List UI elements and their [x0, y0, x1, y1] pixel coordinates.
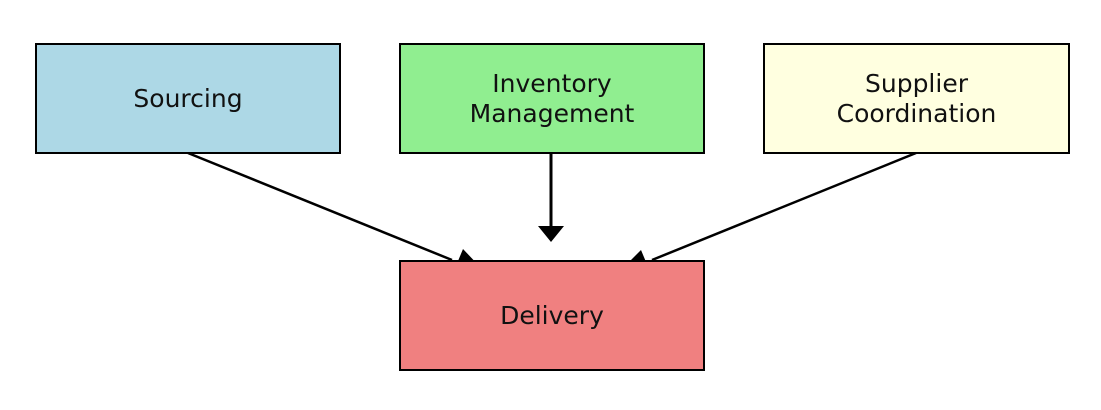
- node-inventory-management: Inventory Management: [399, 43, 705, 154]
- arrowhead-icon: [538, 226, 564, 242]
- edge-inventory-to-delivery: [538, 153, 564, 242]
- edge-line: [187, 151, 453, 262]
- edge-line: [651, 151, 917, 262]
- node-label: Supplier Coordination: [836, 68, 997, 128]
- node-supplier-coordination: Supplier Coordination: [763, 43, 1070, 154]
- edge-supplier-to-delivery: [621, 151, 917, 274]
- node-label: Delivery: [500, 300, 604, 330]
- node-sourcing: Sourcing: [35, 43, 341, 154]
- node-delivery: Delivery: [399, 260, 705, 371]
- edge-sourcing-to-delivery: [187, 151, 482, 273]
- node-label: Sourcing: [133, 83, 243, 113]
- node-label: Inventory Management: [469, 68, 635, 128]
